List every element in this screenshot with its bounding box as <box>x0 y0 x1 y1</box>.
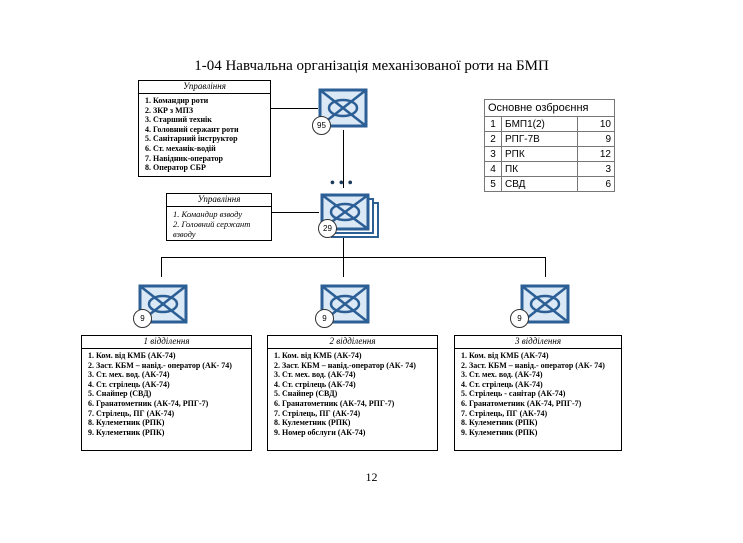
list-item: 8. Кулеметник (РПК) <box>274 418 351 428</box>
list-item: 4. Ст. стрілець (АК-74) <box>274 379 356 389</box>
weapon-qty-cell: 6 <box>577 176 615 192</box>
weapon-name-cell: БМП1(2) <box>501 116 578 132</box>
connector-hq-to-company <box>270 108 318 109</box>
list-item: 5. Стрілець - санітар (АК-74) <box>461 389 566 399</box>
squad-2-list: 1. Ком. від КМБ (АК-74)2. Заст. КБМ – на… <box>268 351 437 437</box>
row-number-cell: 4 <box>484 161 502 177</box>
list-item: 6. Гранатометник (АК-74, РПГ-7) <box>461 398 582 408</box>
squad-1-box: 1 відділення 1. Ком. від КМБ (АК-74)2. З… <box>81 335 252 451</box>
infantry-squad-icon <box>520 284 570 324</box>
list-item: 1. Ком. від КМБ (АК-74) <box>274 351 362 360</box>
platoon-count-badge: 29 <box>318 219 337 238</box>
squad-3-box: 3 відділення 1. Ком. від КМБ (АК-74)2. З… <box>454 335 622 451</box>
list-item: 3. Ст. мех. вод. (АК-74) <box>274 370 356 380</box>
weapon-name-cell: РПГ-7В <box>501 131 578 147</box>
list-item: 3. Ст. мех. вод. (АК-74) <box>88 370 170 380</box>
list-item: 8. Оператор СБР <box>145 163 206 173</box>
weapon-qty-cell: 10 <box>577 116 615 132</box>
list-item: 6. Гранатометник (АК-74, РПГ-7) <box>274 398 395 408</box>
weapon-name-cell: ПК <box>501 161 578 177</box>
platoon-dots: ••• <box>330 176 357 191</box>
list-item: 5. Снайпер (СВД) <box>274 389 338 399</box>
row-number-cell: 2 <box>484 131 502 147</box>
squad-3-count-badge: 9 <box>510 309 529 328</box>
weapon-name-cell: РПК <box>501 146 578 162</box>
list-item: 4. Головний сержант роти <box>145 124 239 134</box>
list-item: 6. Ст. механік-водій <box>145 143 216 153</box>
squad-3-header: 3 відділення <box>455 336 621 349</box>
connector-company-to-platoon <box>343 130 344 188</box>
page-title: 1-04 Навчальна організація механізованої… <box>194 58 549 74</box>
list-item: 5. Снайпер (СВД) <box>88 389 152 399</box>
weapon-qty-cell: 3 <box>577 161 615 177</box>
list-item: 2. Заст. КБМ – навід.- оператор (АК- 74) <box>88 360 232 370</box>
list-item: 2. Головний сержант взводу <box>173 219 251 239</box>
list-item: 1. Ком. від КМБ (АК-74) <box>461 351 549 360</box>
list-item: 8. Кулеметник (РПК) <box>88 418 165 428</box>
squad-2-box: 2 відділення 1. Ком. від КМБ (АК-74)2. З… <box>267 335 438 451</box>
list-item: 1. Командир взводу <box>173 209 243 219</box>
weapons-table-header: Основне озброєння <box>484 99 615 117</box>
row-number-cell: 3 <box>484 146 502 162</box>
list-item: 3. Ст. мех. вод. (АК-74) <box>461 370 543 380</box>
list-item: 9. Кулеметник (РПК) <box>88 427 165 437</box>
connector-platoon-hq <box>271 212 319 213</box>
connector-squad-2 <box>343 257 344 277</box>
list-item: 7. Стрілець, ПГ (АК-74) <box>274 408 361 418</box>
list-item: 9. Номер обслуги (АК-74) <box>274 427 366 437</box>
list-item: 8. Кулеметник (РПК) <box>461 418 538 428</box>
page-number: 12 <box>365 470 378 484</box>
weapon-qty-cell: 9 <box>577 131 615 147</box>
connector-horizontal-bar <box>161 257 546 258</box>
weapon-name-cell: СВД <box>501 176 578 192</box>
list-item: 7. Стрілець, ПГ (АК-74) <box>88 408 175 418</box>
connector-squad-1 <box>161 257 162 277</box>
platoon-hq-header: Управління <box>167 194 271 207</box>
list-item: 5. Санітарний інструктор <box>145 134 238 144</box>
squad-1-list: 1. Ком. від КМБ (АК-74)2. Заст. КБМ – на… <box>82 351 251 437</box>
list-item: 9. Кулеметник (РПК) <box>461 427 538 437</box>
list-item: 2. Заст. КБМ – навід.-оператор (АК- 74) <box>274 360 416 370</box>
squad-2-header: 2 відділення <box>268 336 437 349</box>
list-item: 1. Командир роти <box>145 96 209 105</box>
list-item: 7. Стрілець, ПГ (АК-74) <box>461 408 548 418</box>
list-item: 4. Ст. стрілець (АК-74) <box>461 379 543 389</box>
squad-1-count-badge: 9 <box>133 309 152 328</box>
list-item: 3. Старший технік <box>145 115 212 125</box>
list-item: 2. ЗКР з МПЗ <box>145 105 194 115</box>
connector-squad-3 <box>545 257 546 277</box>
company-count-badge: 95 <box>312 116 331 135</box>
company-hq-header: Управління <box>139 81 270 94</box>
list-item: 2. Заст. КБМ – навід.- оператор (АК- 74) <box>461 360 605 370</box>
list-item: 4. Ст. стрілець (АК-74) <box>88 379 170 389</box>
squad-2-count-badge: 9 <box>315 309 334 328</box>
squad-1-header: 1 відділення <box>82 336 251 349</box>
list-item: 6. Гранатометник (АК-74, РПГ-7) <box>88 398 209 408</box>
connector-platoon-to-bar <box>343 238 344 257</box>
row-number-cell: 5 <box>484 176 502 192</box>
list-item: 7. Навідник-оператор <box>145 153 223 163</box>
squad-3-list: 1. Ком. від КМБ (АК-74)2. Заст. КБМ – на… <box>455 351 621 437</box>
list-item: 1. Ком. від КМБ (АК-74) <box>88 351 176 360</box>
weapon-qty-cell: 12 <box>577 146 615 162</box>
row-number-cell: 1 <box>484 116 502 132</box>
